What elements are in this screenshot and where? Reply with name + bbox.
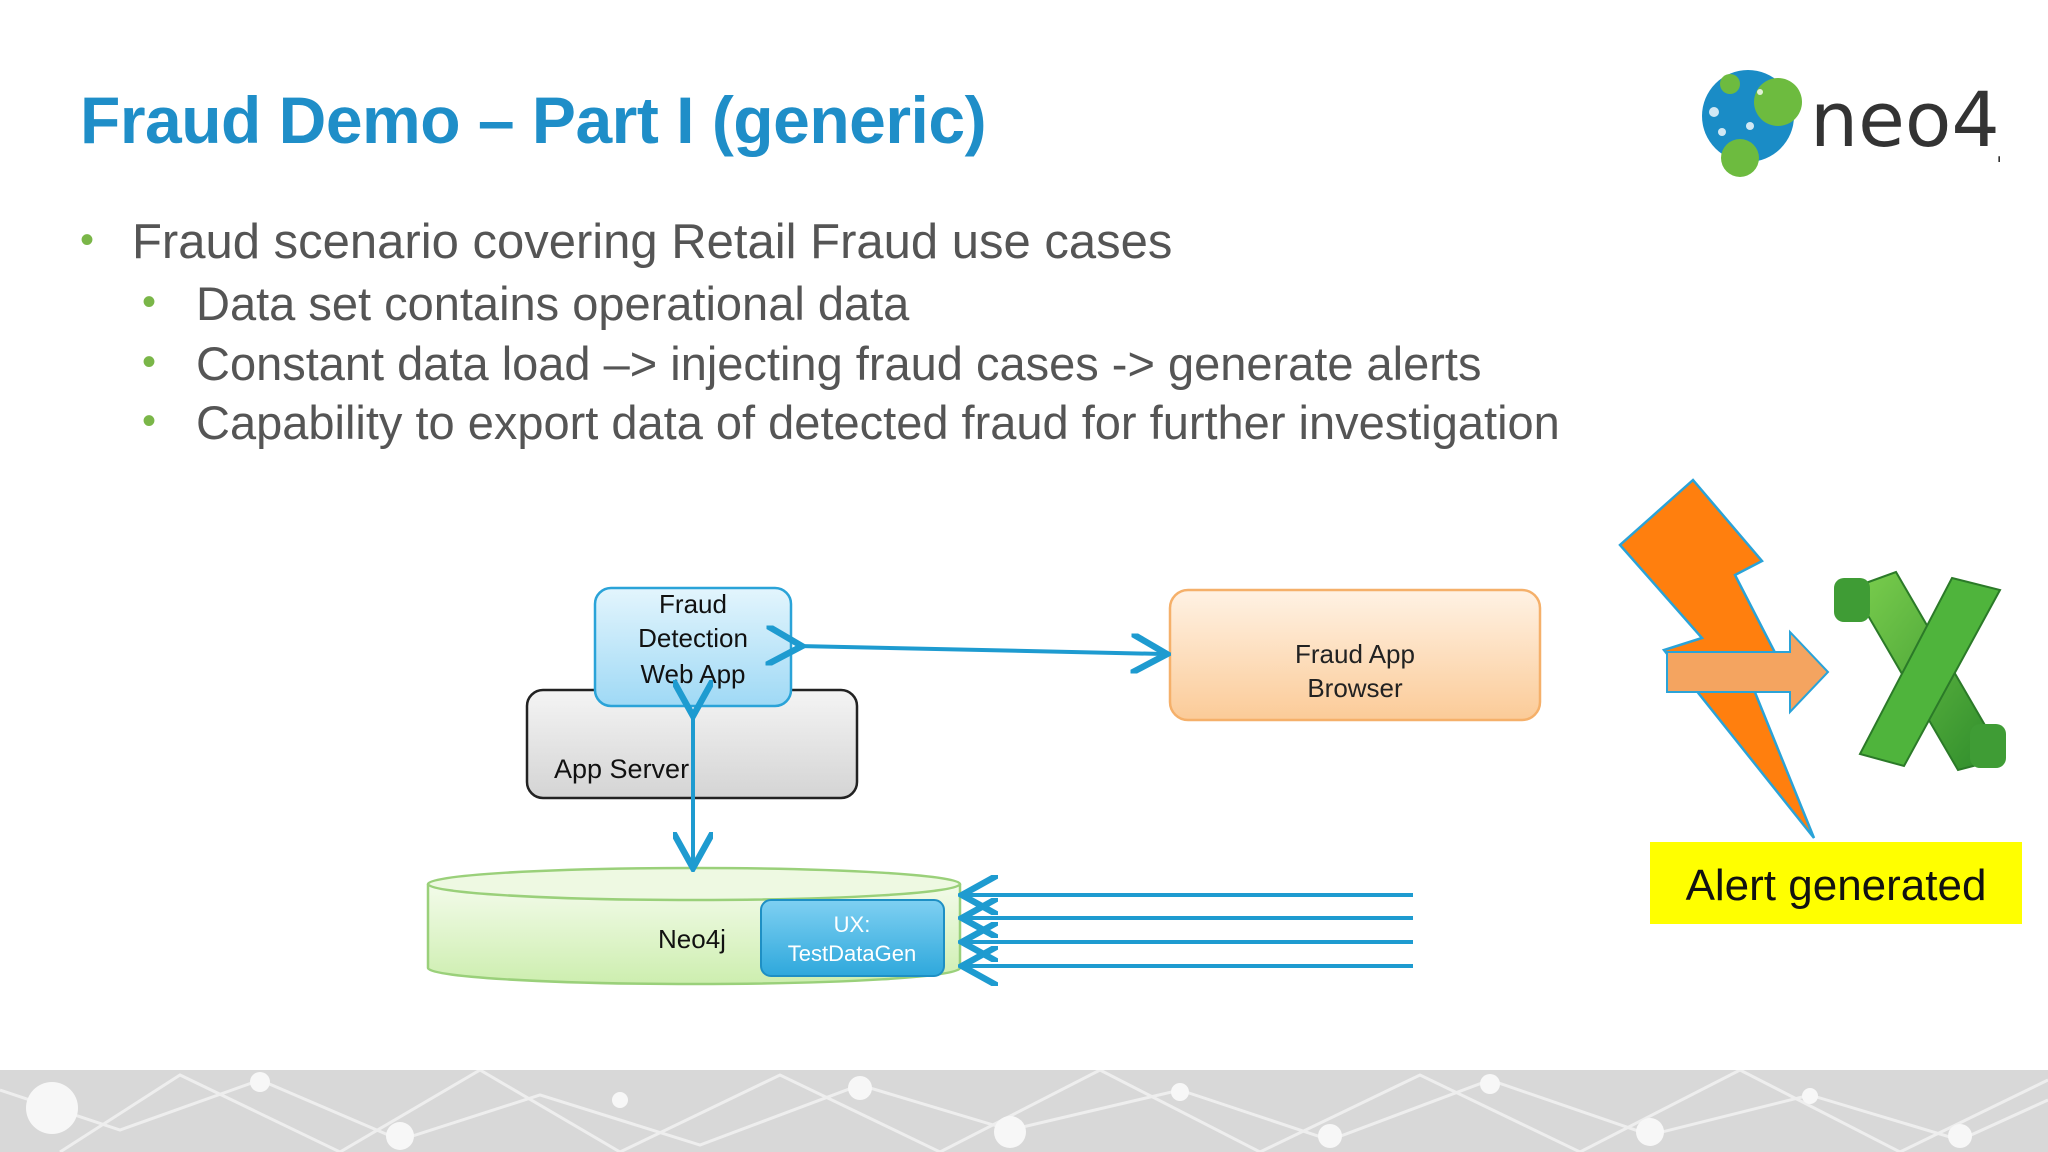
- excel-x-icon: [1834, 570, 2006, 772]
- bullet-text: Fraud scenario covering Retail Fraud use…: [132, 215, 1173, 269]
- bullet-text: Capability to export data of detected fr…: [196, 396, 1560, 449]
- database-label: Neo4j: [658, 924, 726, 954]
- web-app-label-line3: Web App: [640, 659, 745, 689]
- testdatagen-label-line1: UX:: [834, 912, 871, 937]
- browser-box: Fraud App Browser: [1168, 588, 1542, 722]
- logo-wordmark: neo4j: [1810, 75, 2000, 164]
- bullet-text: Data set contains operational data: [196, 277, 910, 330]
- web-app-box: Fraud Detection Web App: [593, 586, 793, 708]
- block-arrow-right-icon: [1666, 629, 1830, 715]
- decorative-network-band: [0, 1070, 2048, 1152]
- alert-generated-label: Alert generated: [1686, 861, 1987, 910]
- neo4j-graph-logo-icon: neo4j: [1702, 70, 2021, 177]
- browser-label-line2: Browser: [1307, 673, 1403, 703]
- testdatagen-label-line2: TestDataGen: [788, 941, 916, 966]
- web-app-label-line1: Fraud: [659, 589, 727, 619]
- alert-generated-badge: Alert generated: [1650, 842, 2022, 924]
- web-app-label-line2: Detection: [638, 623, 748, 653]
- architecture-diagram: App Server Fraud Detection Web App Fraud…: [426, 478, 2022, 1070]
- slide-title: Fraud Demo – Part I (generic): [80, 83, 987, 157]
- testdatagen-box: UX: TestDataGen: [760, 899, 945, 977]
- bullet-text: Constant data load –> injecting fraud ca…: [196, 337, 1482, 390]
- app-server-label: App Server: [554, 754, 689, 784]
- webapp-browser-arrow: [798, 646, 1163, 654]
- neo4j-logo: neo4j: [1700, 64, 2021, 189]
- browser-label-line1: Fraud App: [1295, 639, 1415, 669]
